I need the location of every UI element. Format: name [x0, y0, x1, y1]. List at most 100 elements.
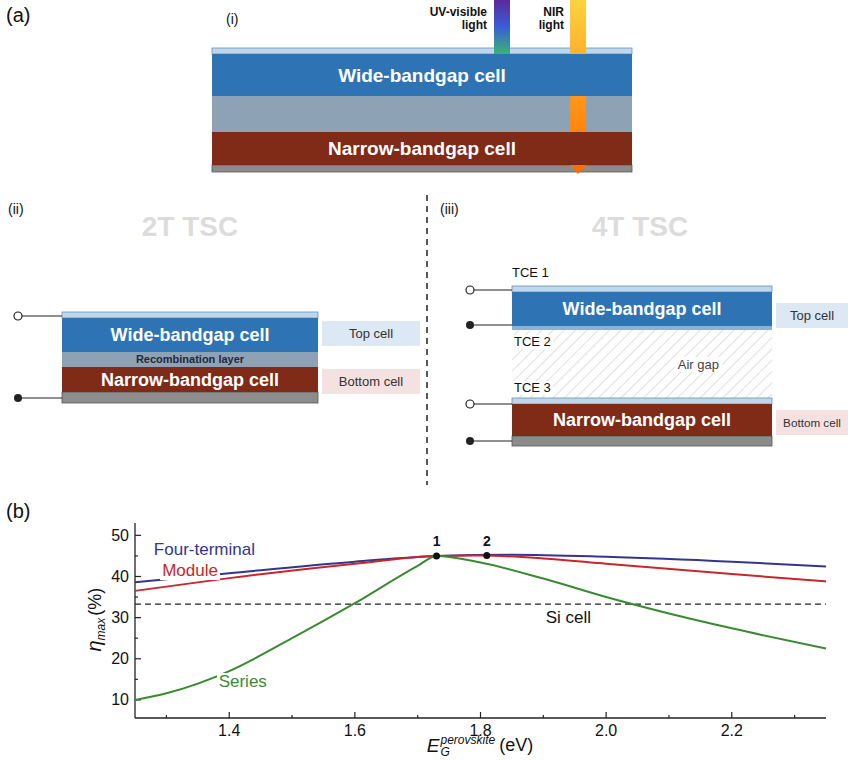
cell-tag: Bottom cell: [322, 369, 420, 394]
terminal: [466, 321, 474, 329]
tick-label: 40: [111, 568, 129, 586]
tick-label: 10: [111, 691, 129, 709]
tick: [291, 715, 292, 718]
tick-label: 50: [111, 527, 129, 545]
panel-label: (b): [6, 500, 30, 522]
series-name: Four-terminal: [154, 541, 255, 560]
node-text: Wide-bandgap cell: [111, 326, 270, 344]
node-text: Narrow-bandgap cell: [328, 139, 516, 158]
air-gap-hatch: [512, 330, 772, 398]
terminal: [466, 400, 474, 408]
axis-symbol: η: [83, 641, 105, 652]
axis-subscript: max: [94, 618, 108, 641]
series-name: Module: [160, 562, 220, 581]
optimum-point: [483, 552, 490, 559]
cell-layer: Narrow-bandgap cell: [212, 132, 632, 165]
terminal-wire: [18, 397, 62, 398]
back-contact: [62, 392, 318, 403]
tick-label: 1.6: [344, 722, 366, 740]
tick-label: 2.2: [721, 722, 743, 740]
node-text: Recombination layer: [136, 354, 244, 365]
cell-tag: Bottom cell: [776, 410, 848, 435]
node-text: Air gap: [675, 357, 722, 372]
tick: [135, 617, 141, 618]
node-text: Bottom cell: [339, 375, 403, 388]
axis-subscript: G: [440, 746, 495, 758]
axis-symbol: E: [427, 736, 440, 757]
terminal: [466, 437, 474, 445]
tick: [794, 715, 795, 718]
tick: [166, 715, 167, 718]
recombination-layer: Recombination layer: [62, 352, 318, 367]
tick: [417, 715, 418, 718]
tce-layer: [512, 326, 772, 330]
series-curve: [135, 556, 826, 700]
divider: [426, 195, 428, 485]
tick: [543, 715, 544, 718]
point-number: 2: [483, 534, 491, 549]
cell-layer: Narrow-bandgap cell: [62, 367, 318, 392]
recombination-band: [212, 96, 632, 132]
tick: [135, 596, 138, 597]
terminal-wire: [474, 403, 512, 404]
tick: [135, 658, 141, 659]
point-number: 1: [433, 534, 441, 549]
node-text: Top cell: [790, 309, 834, 322]
tick: [135, 555, 138, 556]
terminal-wire: [474, 289, 512, 290]
config-title: 2T TSC: [142, 212, 238, 243]
node-text: Wide-bandgap cell: [338, 66, 506, 85]
optimum-point: [433, 552, 440, 559]
tick: [135, 535, 141, 536]
tick-label: 20: [111, 650, 129, 668]
node-text: Top cell: [349, 327, 393, 340]
axis-script-stack: perovskiteG: [440, 734, 495, 758]
tick: [668, 715, 669, 718]
back-contact: [212, 165, 632, 172]
tick-label: 2.0: [595, 722, 617, 740]
series-name: Series: [217, 673, 269, 692]
axis-superscript: perovskite: [440, 734, 495, 746]
node-text: Bottom cell: [783, 417, 841, 429]
y-axis-title: ηmax (%): [83, 588, 108, 652]
tick: [606, 712, 607, 718]
tick: [229, 712, 230, 718]
sub-panel-label: (ii): [8, 202, 24, 217]
tce-label: TCE 2: [512, 335, 553, 349]
axis-unit: (eV): [499, 736, 533, 756]
terminal-wire: [22, 315, 62, 316]
tick: [135, 638, 138, 639]
terminal-wire: [470, 324, 512, 325]
tick-label: 1.4: [218, 722, 240, 740]
tick: [731, 712, 732, 718]
tce-label: TCE 3: [512, 381, 553, 395]
terminal-wire: [470, 440, 512, 441]
sub-panel-label: (iii): [440, 202, 459, 217]
x-axis-title: EperovskiteG(eV): [427, 734, 533, 758]
tick: [135, 679, 138, 680]
reference-name: Si cell: [546, 609, 591, 628]
node-text: Narrow-bandgap cell: [553, 411, 731, 429]
terminal: [14, 312, 22, 320]
tick: [135, 576, 141, 577]
sub-panel-label: (i): [226, 12, 238, 27]
light-label: NIR light: [528, 6, 564, 32]
tce-label: TCE 1: [512, 266, 549, 280]
si-limit-line: [135, 603, 826, 604]
tick-label: 30: [111, 609, 129, 627]
cell-tag: Top cell: [322, 321, 420, 346]
cell-layer: Wide-bandgap cell: [212, 54, 632, 96]
tick: [354, 712, 355, 718]
cell-tag: Top cell: [776, 303, 848, 328]
cell-layer: Wide-bandgap cell: [512, 292, 772, 326]
node-text: Wide-bandgap cell: [563, 300, 722, 318]
cell-layer: Narrow-bandgap cell: [512, 404, 772, 436]
axis-unit: (%): [85, 588, 105, 616]
back-contact: [512, 436, 772, 446]
tick: [480, 712, 481, 718]
node-text: Narrow-bandgap cell: [101, 371, 279, 389]
config-title: 4T TSC: [592, 212, 688, 243]
panel-label: (a): [6, 4, 30, 26]
cell-layer: Wide-bandgap cell: [62, 318, 318, 352]
